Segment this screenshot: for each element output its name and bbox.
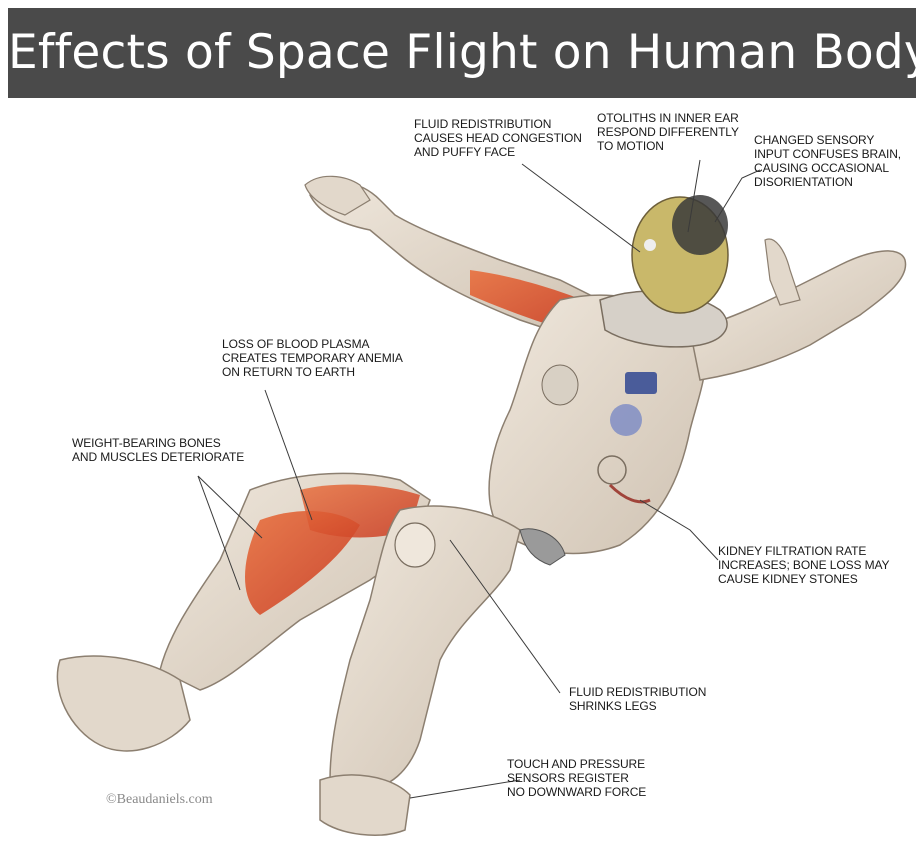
annotation-bones-muscles: WEIGHT-BEARING BONES AND MUSCLES DETERIO… xyxy=(72,436,244,464)
annotation-line: TO MOTION xyxy=(597,139,739,153)
annotation-head-congestion: FLUID REDISTRIBUTION CAUSES HEAD CONGEST… xyxy=(414,117,582,159)
annotation-line: FLUID REDISTRIBUTION xyxy=(414,117,582,131)
annotation-line: CAUSE KIDNEY STONES xyxy=(718,572,889,586)
annotation-touch-pressure: TOUCH AND PRESSURE SENSORS REGISTER NO D… xyxy=(507,757,646,799)
annotation-line: SHRINKS LEGS xyxy=(569,699,706,713)
annotation-line: TOUCH AND PRESSURE xyxy=(507,757,646,771)
annotation-line: CAUSES HEAD CONGESTION xyxy=(414,131,582,145)
annotation-line: ON RETURN TO EARTH xyxy=(222,365,403,379)
annotation-otoliths: OTOLITHS IN INNER EAR RESPOND DIFFERENTL… xyxy=(597,111,739,153)
annotation-kidney: KIDNEY FILTRATION RATE INCREASES; BONE L… xyxy=(718,544,889,586)
annotation-sensory: CHANGED SENSORY INPUT CONFUSES BRAIN, CA… xyxy=(754,133,901,189)
annotation-shrinks-legs: FLUID REDISTRIBUTION SHRINKS LEGS xyxy=(569,685,706,713)
annotation-line: CREATES TEMPORARY ANEMIA xyxy=(222,351,403,365)
annotation-line: CHANGED SENSORY xyxy=(754,133,901,147)
annotation-blood-plasma: LOSS OF BLOOD PLASMA CREATES TEMPORARY A… xyxy=(222,337,403,379)
annotation-line: WEIGHT-BEARING BONES xyxy=(72,436,244,450)
annotation-line: INPUT CONFUSES BRAIN, xyxy=(754,147,901,161)
head xyxy=(600,195,728,347)
annotation-line: RESPOND DIFFERENTLY xyxy=(597,125,739,139)
annotation-line: NO DOWNWARD FORCE xyxy=(507,785,646,799)
annotation-line: AND PUFFY FACE xyxy=(414,145,582,159)
annotation-line: LOSS OF BLOOD PLASMA xyxy=(222,337,403,351)
annotation-line: KIDNEY FILTRATION RATE xyxy=(718,544,889,558)
leader-touch-pressure xyxy=(410,780,520,798)
annotation-line: FLUID REDISTRIBUTION xyxy=(569,685,706,699)
annotation-line: DISORIENTATION xyxy=(754,175,901,189)
annotation-line: INCREASES; BONE LOSS MAY xyxy=(718,558,889,572)
annotation-line: CAUSING OCCASIONAL xyxy=(754,161,901,175)
annotation-line: OTOLITHS IN INNER EAR xyxy=(597,111,739,125)
copyright-credit: ©Beaudaniels.com xyxy=(106,792,213,808)
leader-head-congestion xyxy=(522,164,640,252)
annotation-line: SENSORS REGISTER xyxy=(507,771,646,785)
annotation-line: AND MUSCLES DETERIORATE xyxy=(72,450,244,464)
